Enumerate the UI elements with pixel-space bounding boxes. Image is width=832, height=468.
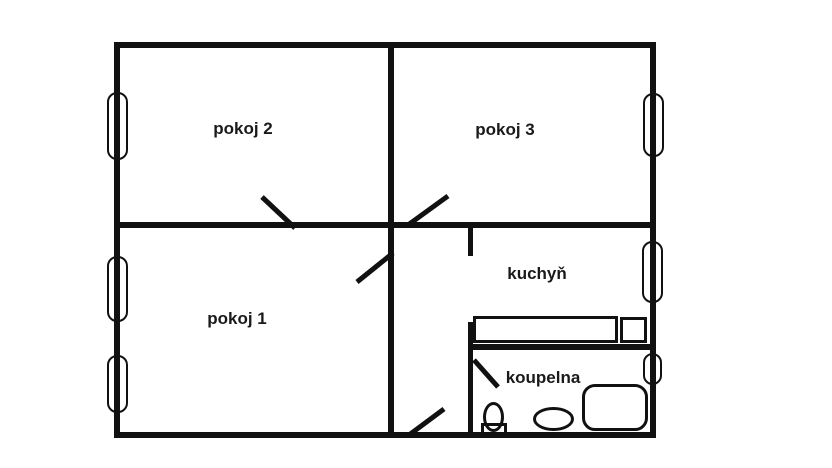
kitchen-counter <box>473 316 618 343</box>
toilet-bowl <box>483 402 504 432</box>
window-koupelna-right <box>643 353 662 385</box>
wall-center-vertical <box>388 42 394 438</box>
wall-outer-left <box>114 42 120 438</box>
stove <box>620 317 647 343</box>
door-swing-entrance <box>407 406 446 438</box>
wall-outer-right <box>650 42 656 438</box>
room-label-koupelna: koupelna <box>505 368 581 387</box>
window-pokoj2-left <box>107 92 128 160</box>
wall-kitchen-bath-divider <box>468 344 656 350</box>
wall-main-horizontal <box>114 222 656 228</box>
window-pokoj3-right <box>643 93 664 157</box>
room-label-kuchyn: kuchyň <box>507 264 567 283</box>
wall-outer-top <box>114 42 656 48</box>
washbasin <box>533 407 574 431</box>
room-label-pokoj1: pokoj 1 <box>207 309 267 328</box>
door-swing-koupelna <box>472 358 500 389</box>
room-label-pokoj2: pokoj 2 <box>213 119 273 138</box>
room-label-pokoj3: pokoj 3 <box>475 120 535 139</box>
window-pokoj1-left-lower <box>107 355 128 413</box>
wall-outer-bottom <box>114 432 656 438</box>
door-swing-pokoj3 <box>406 193 450 228</box>
door-swing-pokoj1 <box>355 251 395 284</box>
window-kuchyn-right <box>642 241 663 303</box>
door-swing-pokoj2 <box>260 195 297 230</box>
bathtub <box>582 384 648 431</box>
window-pokoj1-left-upper <box>107 256 128 322</box>
wall-bathroom-left <box>468 322 473 433</box>
wall-kitchen-left-stub <box>468 228 473 256</box>
